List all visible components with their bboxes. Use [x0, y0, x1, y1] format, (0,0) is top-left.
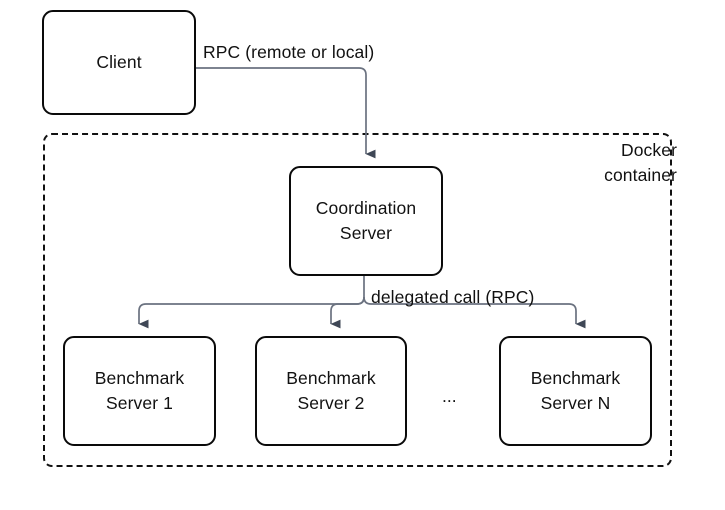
node-benchmark-server-1[interactable]: Benchmark Server 1 [63, 336, 216, 446]
docker-container-label: Docker container [517, 138, 677, 188]
node-benchmark-server-2[interactable]: Benchmark Server 2 [255, 336, 407, 446]
node-coordination-server-label-line-1: Coordination [315, 198, 417, 219]
node-client-label-line-1: Client [96, 52, 142, 73]
node-benchmark-server-2-label-line-1: Benchmark [286, 368, 376, 389]
edge-label-rpc: RPC (remote or local) [203, 42, 375, 62]
node-benchmark-server-n-label-line-2: Server N [540, 393, 611, 413]
node-client[interactable]: Client [42, 10, 196, 115]
ellipsis-more-servers: ... [442, 386, 457, 406]
docker-container-label-line-2: container [604, 164, 677, 185]
node-benchmark-server-1-label-line-2: Server 1 [106, 393, 173, 413]
node-benchmark-server-n-label-line-1: Benchmark [530, 368, 621, 389]
node-benchmark-server-1-label-line-1: Benchmark [94, 368, 185, 389]
node-benchmark-server-n[interactable]: Benchmark Server N [499, 336, 652, 446]
docker-container-label-line-1: Docker [620, 140, 677, 160]
node-coordination-server-label-line-2: Server [339, 223, 393, 243]
edge-label-delegated-call: delegated call (RPC) [371, 287, 535, 307]
node-coordination-server[interactable]: Coordination Server [289, 166, 443, 276]
node-benchmark-server-2-label-line-2: Server 2 [297, 393, 365, 413]
